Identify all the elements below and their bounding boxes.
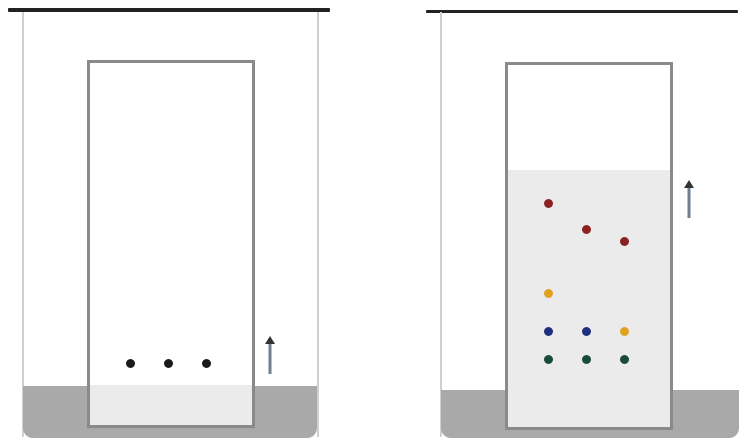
sample-spot	[544, 355, 553, 364]
wet-region	[90, 385, 252, 425]
solvent-direction-arrow-icon	[264, 336, 276, 376]
jar-lid	[8, 8, 330, 12]
jar-lid	[426, 10, 738, 13]
jar-wall-left	[440, 12, 442, 437]
jar-wall-right	[317, 12, 319, 437]
sample-spot	[126, 359, 135, 368]
sample-spot	[544, 289, 553, 298]
sample-spot	[582, 327, 591, 336]
sample-spot	[202, 359, 211, 368]
sample-spot	[620, 237, 629, 246]
sample-spot	[582, 355, 591, 364]
sample-spot	[544, 199, 553, 208]
tlc-jar-before	[0, 0, 370, 441]
sample-spot	[544, 327, 553, 336]
wet-region	[508, 170, 670, 427]
sample-spot	[164, 359, 173, 368]
tlc-plate	[87, 60, 255, 428]
solvent-direction-arrow-icon	[683, 180, 695, 220]
sample-spot	[620, 355, 629, 364]
sample-spot	[582, 225, 591, 234]
jar-wall-left	[22, 12, 24, 437]
tlc-jar-after	[370, 0, 739, 441]
sample-spot	[620, 327, 629, 336]
tlc-plate	[505, 62, 673, 430]
